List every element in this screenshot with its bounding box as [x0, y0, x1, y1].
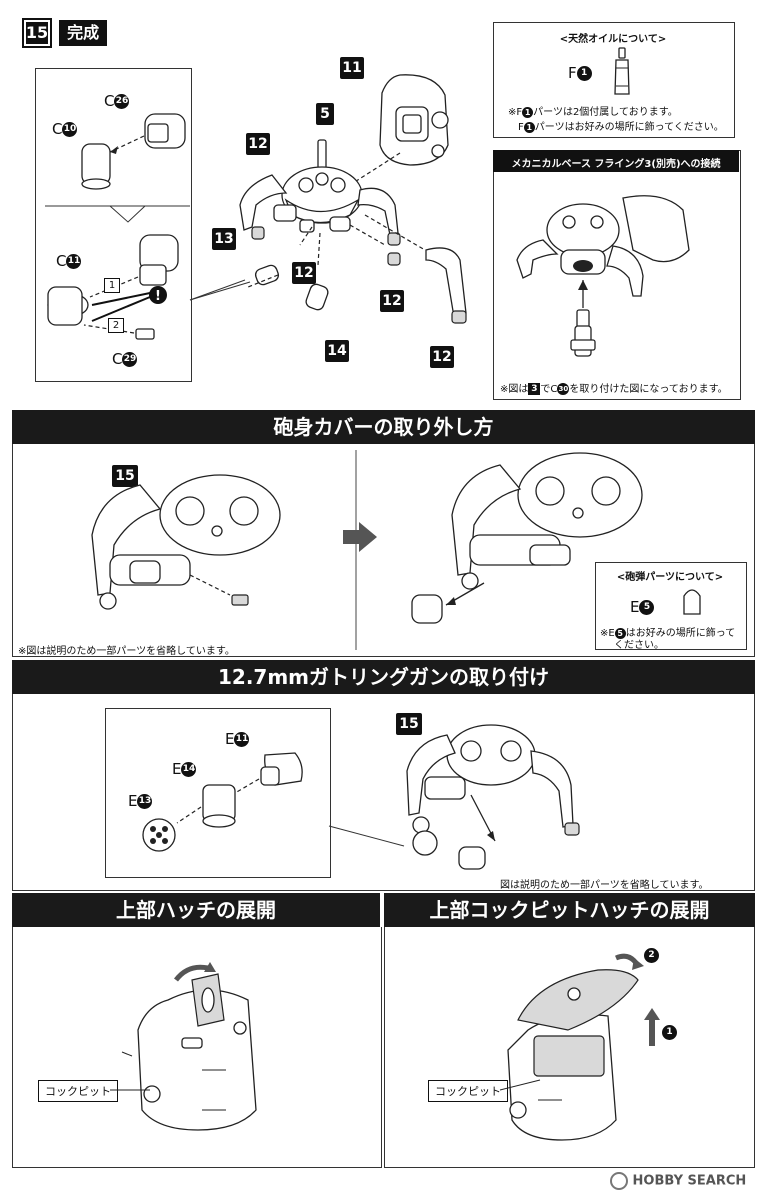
part-label-c29: C29	[112, 350, 138, 368]
sub-label-12c: 12	[380, 290, 404, 312]
hatch-step-2: 2	[644, 945, 659, 964]
section3-note: 図は説明のため一部パーツを省略しています。	[500, 880, 709, 891]
top-hatch-illustration	[121, 962, 257, 1131]
hatch-step-1: 1	[662, 1022, 677, 1041]
section-gatling-header: 12.7mmガトリングガンの取り付け	[12, 660, 755, 694]
cockpit-hatch-illustration	[507, 953, 660, 1141]
step-marker-2: 2	[108, 318, 124, 333]
shell-heading: <砲弾パーツについて>	[616, 572, 724, 583]
step-title: 完成	[59, 20, 108, 46]
part-label-e14: E14	[172, 760, 197, 778]
watermark-logo-icon	[610, 1172, 628, 1190]
shell-icon	[683, 589, 701, 615]
barrel-cover-after-illustration	[411, 452, 643, 624]
section-cockpit-hatch-header: 上部コックピットハッチの展開	[384, 893, 755, 927]
gatling-tank-illustration	[406, 724, 580, 870]
sub-label-12d: 12	[430, 346, 454, 368]
section-top-hatch-header: 上部ハッチの展開	[12, 893, 380, 927]
sub-label-15-b: 15	[396, 713, 422, 735]
sub-label-14: 14	[325, 340, 349, 362]
part-label-c11: C11	[56, 252, 82, 270]
arrow-right-icon	[343, 522, 377, 552]
sub-label-13: 13	[212, 228, 236, 250]
sub-label-11: 11	[340, 57, 364, 79]
base-heading-bar	[493, 150, 739, 172]
sub-label-15-a: 15	[112, 465, 138, 487]
barrel-cover-before-illustration	[91, 474, 281, 610]
shell-note-2: ください。	[614, 640, 664, 651]
part-c11-illustration: !	[47, 234, 179, 340]
part-label-e13: E13	[128, 792, 153, 810]
part-label-c10: C10	[52, 120, 78, 138]
base-heading: メカニカルベース フライング3(別売)への接続	[511, 159, 721, 170]
oil-info-box	[493, 22, 735, 138]
section2-divider	[355, 450, 357, 650]
svg-text:!: !	[155, 289, 161, 304]
base-connect-illustration	[516, 195, 690, 357]
watermark: HOBBY SEARCH	[610, 1172, 746, 1190]
tank-assembly-illustration	[239, 74, 467, 324]
oil-bottle-icon	[614, 47, 630, 95]
step-number: 15	[22, 18, 52, 48]
cockpit-label-left: コックピット	[38, 1080, 118, 1102]
step-marker-1: 1	[104, 278, 120, 293]
sub-label-5: 5	[316, 103, 334, 125]
sub-label-12b: 12	[292, 262, 316, 284]
cockpit-label-right: コックピット	[428, 1080, 508, 1102]
section2-note: ※図は説明のため一部パーツを省略しています。	[18, 646, 235, 657]
gatling-parts-illustration	[142, 752, 303, 852]
sub-label-12a: 12	[246, 133, 270, 155]
part-label-c26: C26	[104, 92, 130, 110]
step-header: 15 完成	[22, 18, 108, 48]
oil-heading: <天然オイルについて>	[559, 34, 667, 45]
section-barrel-cover-header: 砲身カバーの取り外し方	[12, 410, 755, 444]
part-label-e11: E11	[225, 730, 250, 748]
part-c26-c10-illustration	[81, 113, 186, 190]
